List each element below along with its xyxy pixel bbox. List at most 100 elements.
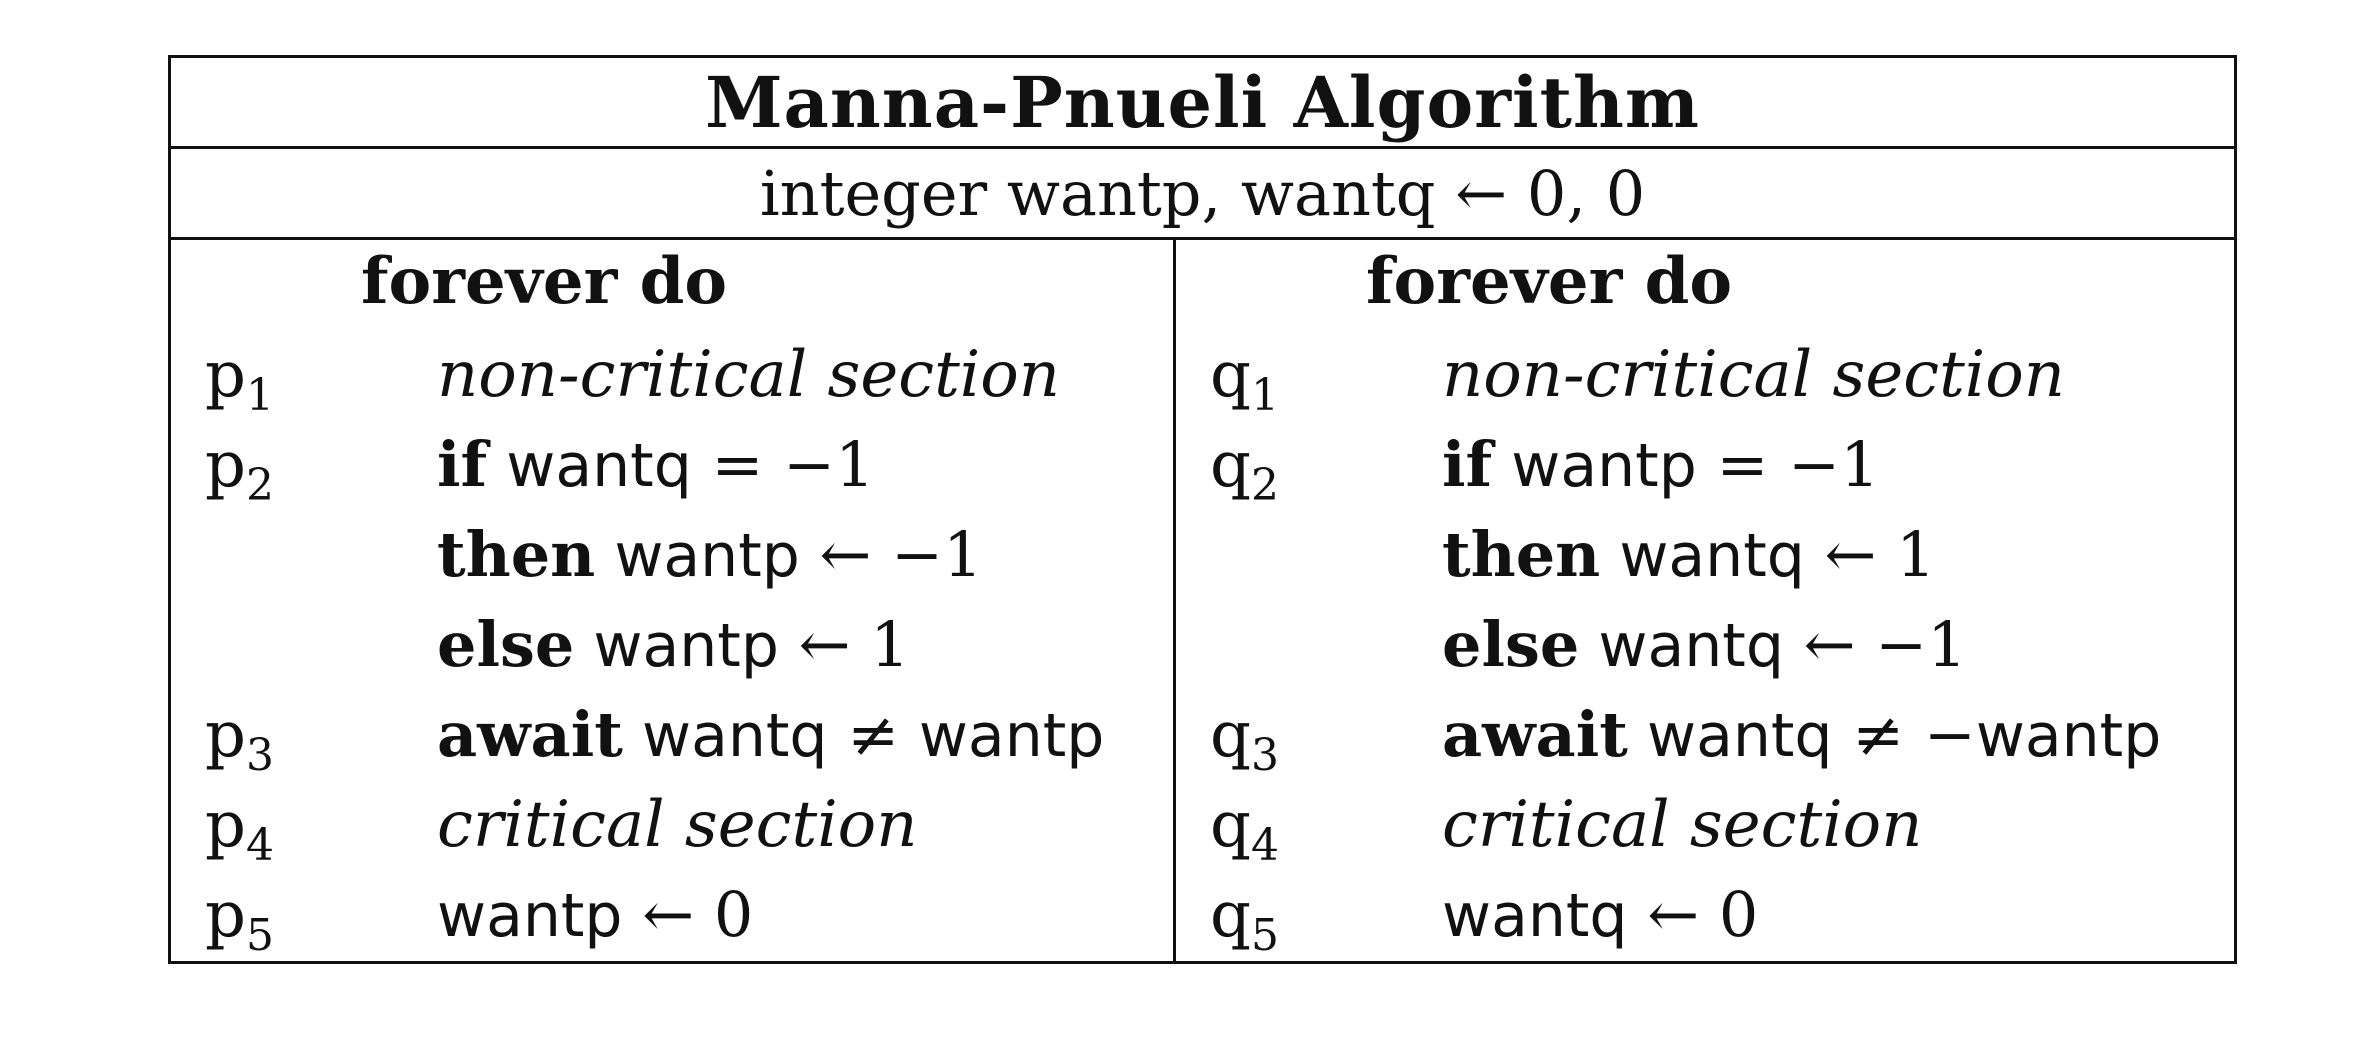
process-q-variable: wantq <box>1627 701 1833 771</box>
process-q-label-index: 3 <box>1250 730 1279 781</box>
process-p-header-line: forever do <box>171 240 1173 330</box>
process-q-keyword: else <box>1442 608 1580 681</box>
process-q-math-text: ← 0 <box>1627 878 1759 951</box>
process-q-variable: wantq <box>1600 521 1805 591</box>
process-q-math-text: = −1 <box>1696 428 1880 501</box>
process-p-line-label: p1 <box>205 338 274 421</box>
process-q-line-label: q5 <box>1210 878 1279 961</box>
process-p-line-label: p2 <box>205 428 274 511</box>
process-q-statement: then wantq ← 1 <box>1442 518 1936 591</box>
algorithm-table: Manna-Pnueli Algorithm integer wantp, wa… <box>168 55 2237 964</box>
declaration-row: integer wantp, wantq ← 0, 0 <box>171 149 2234 240</box>
process-p-math-text: ≠ <box>827 698 919 771</box>
declaration-arrow: ← <box>1455 156 1508 230</box>
declaration-init: 0, 0 <box>1526 156 1646 230</box>
process-q-keyword: if <box>1442 428 1493 501</box>
process-p-line: p2 if wantq = −1 <box>171 420 1173 511</box>
process-p-variable: wantq <box>487 431 692 501</box>
process-q-variable: wantq <box>1442 881 1628 951</box>
process-p-variable: wantp <box>437 881 623 951</box>
process-q-variable: wantq <box>1579 611 1784 681</box>
process-q-label-letter: q <box>1210 788 1251 862</box>
process-p-label-index: 2 <box>245 460 274 511</box>
process-p-variable: wantp <box>595 521 800 591</box>
process-q-label-letter: q <box>1210 878 1251 952</box>
process-p-statement: then wantp ← −1 <box>437 518 983 591</box>
process-q-line: q4 critical section <box>1176 780 2234 871</box>
process-p-line: p5 wantp ← 0 <box>171 870 1173 961</box>
process-q-label-letter: q <box>1210 698 1251 772</box>
process-p-line-label: p5 <box>205 878 274 961</box>
process-p-label-index: 3 <box>245 730 274 781</box>
process-q-keyword: await <box>1442 698 1628 771</box>
declaration-type: integer <box>759 156 988 230</box>
process-p-keyword: if <box>437 428 488 501</box>
process-p-line: p3 await wantq ≠ wantp <box>171 690 1173 781</box>
declaration-vars: wantp, wantq <box>1006 156 1436 230</box>
process-q-line: else wantq ← −1 <box>1176 600 2234 690</box>
process-q-line-label: q4 <box>1210 788 1279 871</box>
process-q-line: then wantq ← 1 <box>1176 510 2234 600</box>
process-q-statement: non-critical section <box>1442 338 2065 412</box>
process-q-label-letter: q <box>1210 428 1251 502</box>
process-p-comment-text: critical section <box>437 788 918 862</box>
process-p-line-label: p3 <box>205 698 274 781</box>
process-q-math-text: ← 1 <box>1804 518 1936 591</box>
process-q-math-text: ≠ − <box>1832 698 1976 771</box>
process-q-keyword: then <box>1442 518 1601 591</box>
process-p-line: then wantp ← −1 <box>171 510 1173 600</box>
process-q-statement: if wantp = −1 <box>1442 428 1880 501</box>
process-q-header-line: forever do <box>1176 240 2234 330</box>
process-q-line: q5 wantq ← 0 <box>1176 870 2234 961</box>
process-q-line-label: q1 <box>1210 338 1279 421</box>
process-p-label-index: 5 <box>245 910 274 961</box>
process-p-line: p1 non-critical section <box>171 330 1173 421</box>
process-p-keyword: then <box>437 518 596 591</box>
process-q-comment-text: critical section <box>1442 788 1923 862</box>
process-q-line: q1 non-critical section <box>1176 330 2234 421</box>
process-p-variable: wantp <box>574 611 779 681</box>
process-p-math-text: = −1 <box>691 428 875 501</box>
process-q-statement: wantq ← 0 <box>1442 878 1758 951</box>
process-p-label-letter: p <box>205 698 246 772</box>
process-q-label-index: 4 <box>1250 820 1279 871</box>
process-p-statement: else wantp ← 1 <box>437 608 910 681</box>
process-q-header: forever do <box>1366 244 1732 319</box>
process-q-comment-text: non-critical section <box>1442 338 2065 412</box>
process-p-line: else wantp ← 1 <box>171 600 1173 690</box>
process-p-variable: wantq <box>622 701 828 771</box>
process-p-statement: await wantq ≠ wantp <box>437 698 1104 771</box>
process-p-statement: if wantq = −1 <box>437 428 875 501</box>
process-q-statement: await wantq ≠ −wantp <box>1442 698 2161 771</box>
process-q-variable: wantp <box>1975 701 2162 771</box>
process-p-math-text: ← −1 <box>799 518 983 591</box>
process-p-statement: non-critical section <box>437 338 1060 412</box>
process-p-variable: wantp <box>918 701 1105 771</box>
process-p-header: forever do <box>361 244 727 319</box>
process-q-label-index: 5 <box>1250 910 1279 961</box>
process-q-statement: critical section <box>1442 788 1922 862</box>
process-p-label-letter: p <box>205 878 246 952</box>
process-p-label-letter: p <box>205 428 246 502</box>
process-p-math-text: ← 0 <box>622 878 754 951</box>
process-p-statement: wantp ← 0 <box>437 878 753 951</box>
process-q-line: q3 await wantq ≠ −wantp <box>1176 690 2234 781</box>
process-q-label-index: 1 <box>1250 370 1279 421</box>
process-p-statement: critical section <box>437 788 917 862</box>
process-q-label-letter: q <box>1210 338 1251 412</box>
process-p-line-label: p4 <box>205 788 274 871</box>
process-p-label-letter: p <box>205 788 246 862</box>
process-p-label-index: 1 <box>245 370 274 421</box>
process-p-keyword: else <box>437 608 575 681</box>
process-p-keyword: await <box>437 698 623 771</box>
table-title-text: Manna-Pnueli Algorithm <box>705 60 1700 144</box>
process-p-math-text: ← 1 <box>778 608 910 681</box>
process-q-variable: wantp <box>1492 431 1697 501</box>
process-q-line-label: q2 <box>1210 428 1279 511</box>
process-q-label-index: 2 <box>1250 460 1279 511</box>
process-p-line: p4 critical section <box>171 780 1173 871</box>
process-q-statement: else wantq ← −1 <box>1442 608 1967 681</box>
process-p-label-letter: p <box>205 338 246 412</box>
